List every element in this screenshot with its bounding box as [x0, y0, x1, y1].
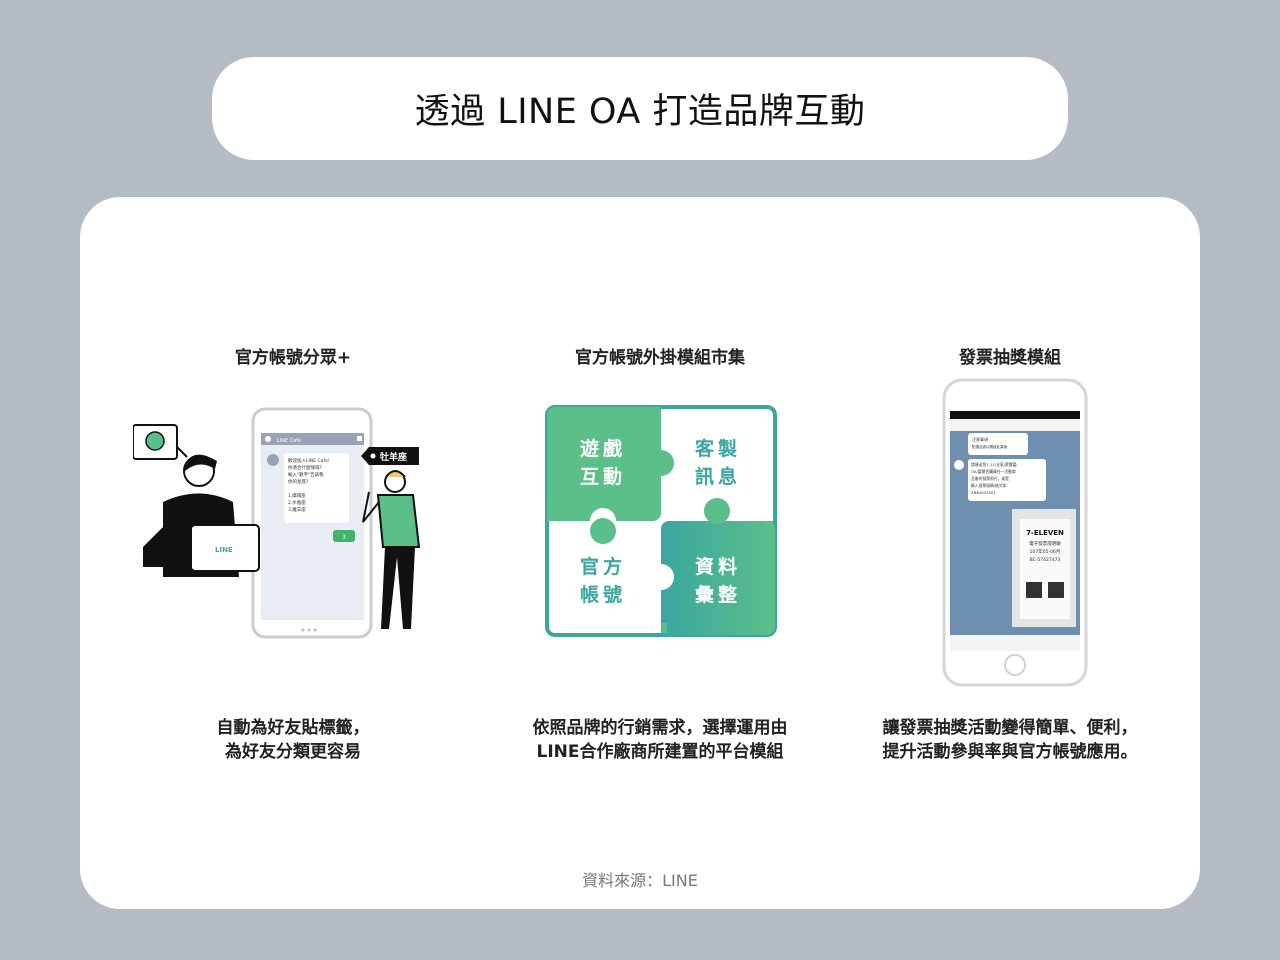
chat-option: 3.魔羊座	[288, 506, 306, 513]
puzzle-label: 互動	[580, 466, 626, 488]
man-legs	[381, 547, 415, 629]
puzzle-label: 資料	[695, 555, 741, 578]
chat-line: 輸入發票號碼/格式如	[971, 483, 1007, 488]
puzzle-knob	[590, 518, 616, 544]
status-bar	[950, 411, 1080, 419]
title-banner: 透過 LINE OA 打造品牌互動	[212, 57, 1068, 160]
desc-line: 讓發票抽獎活動變得簡單、便利，	[882, 718, 1138, 738]
feature-description: 自動為好友貼標籤， 為好友分類更容易	[123, 716, 463, 764]
puzzle-label: 彙整	[695, 583, 741, 606]
feature-description: 依照品牌的行銷需求，選擇運用由 LINE合作廠商所建置的平台模組	[490, 716, 830, 764]
qr-code-icon	[1048, 582, 1064, 598]
home-button	[1004, 654, 1026, 676]
puzzle-label: 訊息	[695, 465, 741, 488]
receipt-line: BC-57427473	[1030, 557, 1061, 563]
desc-line: 依照品牌的行銷需求，選擇運用由	[532, 718, 788, 738]
page-title: 透過 LINE OA 打造品牌互動	[414, 92, 866, 132]
reply-value: 3	[342, 534, 346, 541]
feature-description: 讓發票抽獎活動變得簡單、便利， 提升活動參與率與官方帳號應用。	[840, 716, 1180, 764]
chat-option: 1.摩羯座	[288, 492, 306, 499]
laptop-logo: LINE	[215, 546, 233, 554]
chat-line: 歡迎加入LINE Cafe！	[288, 457, 332, 464]
chat-line: 請傳送您7-11/全家/萊爾富/	[971, 462, 1018, 467]
chat-line: OK/富爾佰購買任一活動商	[971, 469, 1016, 474]
desc-line: 提升活動參與率與官方帳號應用。	[882, 742, 1138, 762]
chat-header: LINE Cafe	[277, 438, 301, 444]
chat-input-bar	[950, 635, 1080, 651]
menu-icon	[357, 436, 362, 441]
desc-line: 自動為好友貼標籤，	[216, 718, 370, 738]
chat-line: 輸入"數字"告訴我	[288, 471, 324, 478]
chat-line: 你適合什麼咖啡？	[288, 464, 324, 471]
invoice-phone-illustration: 注意事項 點選此處以開啟此頁面 請傳送您7-11/全家/萊爾富/ OK/富爾佰購…	[942, 378, 1088, 687]
puzzle-label: 遊戲	[580, 437, 626, 460]
tag-hole-icon	[370, 453, 376, 459]
receipt	[1020, 519, 1070, 619]
chat-line: 品後的發票照片，或是	[971, 476, 1009, 481]
chat-line: 你的星座？	[288, 478, 311, 485]
feature-title: 官方帳號外掛模組市集	[575, 348, 745, 368]
feature-title: 官方帳號分眾+	[234, 348, 352, 368]
puzzle-knob	[648, 450, 674, 476]
segmentation-illustration: LINE Cafe 歡迎加入LINE Cafe！ 你適合什麼咖啡？ 輸入"數字"…	[133, 407, 421, 639]
source-note: 資料來源：LINE	[582, 871, 698, 890]
tag-badge	[361, 447, 419, 465]
chat-bubble	[968, 459, 1046, 501]
desc-line: LINE合作廠商所建置的平台模組	[536, 742, 784, 762]
puzzle-label: 客製	[695, 437, 741, 460]
chat-line: ZN84933301	[971, 490, 996, 495]
puzzle-knob	[648, 564, 674, 590]
feature-title: 發票抽獎模組	[959, 348, 1061, 368]
receipt-line: 107年05-06月	[1030, 548, 1061, 555]
reply-bubble	[333, 530, 355, 542]
puzzle-label: 帳號	[580, 583, 626, 606]
puzzle-piece-top-left	[547, 407, 661, 521]
man-shirt	[376, 494, 421, 548]
chat-bubble	[968, 433, 1028, 455]
bot-avatar-icon	[267, 454, 279, 466]
receipt-brand: 7-ELEVEN	[1026, 529, 1064, 537]
puzzle-piece-bottom-right	[661, 521, 775, 635]
chat-header-bar	[261, 433, 364, 445]
agent-icon	[145, 431, 165, 451]
content-panel: 官方帳號分眾+ LINE Cafe 歡迎加入LINE Cafe！ 你適合什麼咖啡…	[80, 197, 1200, 909]
chat-line: 點選此處以開啟此頁面	[972, 444, 1007, 449]
receipt-line: 電子發票證明聯	[1029, 540, 1061, 547]
desc-line: 為好友分類更容易	[225, 742, 361, 762]
chat-header-bar	[950, 419, 1080, 431]
bot-avatar-icon	[954, 460, 964, 470]
chat-bubble	[284, 453, 349, 523]
puzzle-label: 官方	[580, 555, 626, 578]
back-icon	[265, 436, 271, 442]
laptop	[190, 524, 260, 572]
tag-label: 牡羊座	[380, 451, 407, 463]
qr-code-icon	[1026, 582, 1042, 598]
puzzle-knob	[704, 498, 730, 524]
chat-option: 2.水瓶座	[288, 499, 306, 506]
puzzle-illustration: 遊戲 互動 客製 訊息 官方 帳號 資料 彙整	[545, 405, 777, 637]
chat-line: 注意事項	[972, 436, 988, 442]
